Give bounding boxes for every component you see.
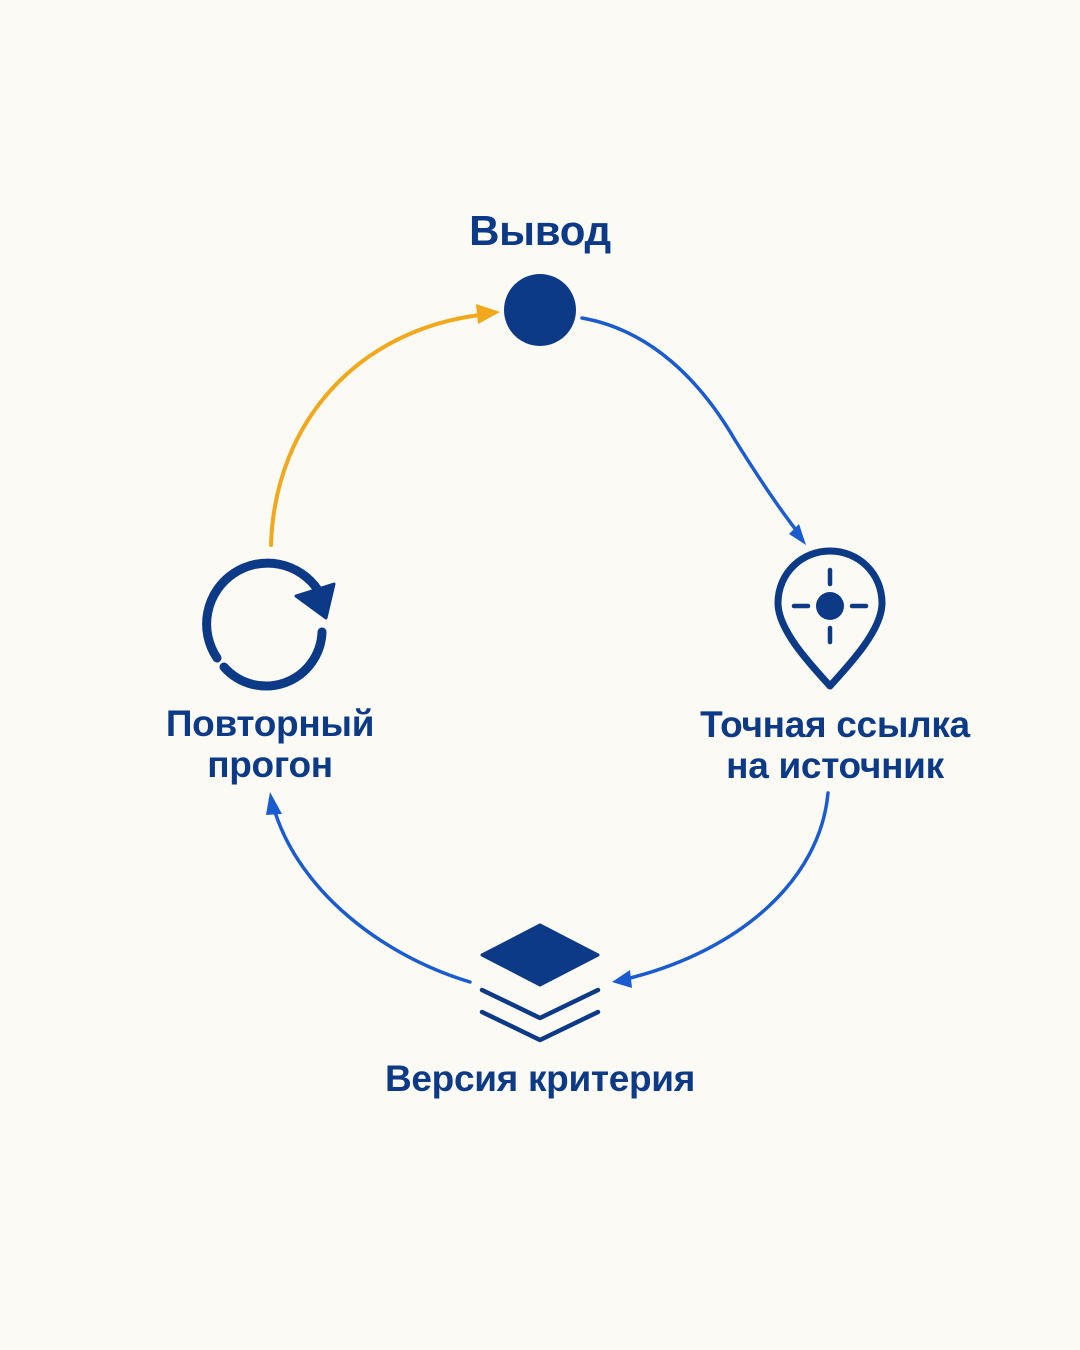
- node-label-rerun: Повторный прогон: [130, 703, 410, 785]
- layers-stack-icon: [479, 923, 601, 1043]
- node-label-line: Повторный: [165, 703, 375, 744]
- node-label-line: Точная ссылка: [700, 704, 970, 745]
- arrowhead-icon: [612, 970, 632, 988]
- node-label-line: Вывод: [469, 207, 611, 254]
- node-label-line: прогон: [207, 744, 333, 785]
- edge-output-to-source: [580, 316, 806, 545]
- node-label-criteria-version: Версия критерия: [330, 1058, 750, 1099]
- edge-criteria-to-rerun: [266, 792, 472, 984]
- node-label-source-reference: Точная ссылка на источник: [680, 704, 990, 786]
- edge-source-to-criteria: [612, 791, 830, 988]
- node-label-line: на источник: [726, 745, 944, 786]
- edge-rerun-to-output: [269, 304, 500, 547]
- location-target-pin-icon: [774, 547, 886, 690]
- arrowhead-icon: [266, 792, 282, 815]
- arrowhead-icon: [476, 304, 500, 324]
- arrowhead-icon: [789, 524, 806, 545]
- filled-circle-icon: [504, 274, 576, 346]
- refresh-cycle-icon: [202, 558, 336, 691]
- node-label-output: Вывод: [390, 207, 690, 254]
- node-label-line: Версия критерия: [384, 1058, 696, 1099]
